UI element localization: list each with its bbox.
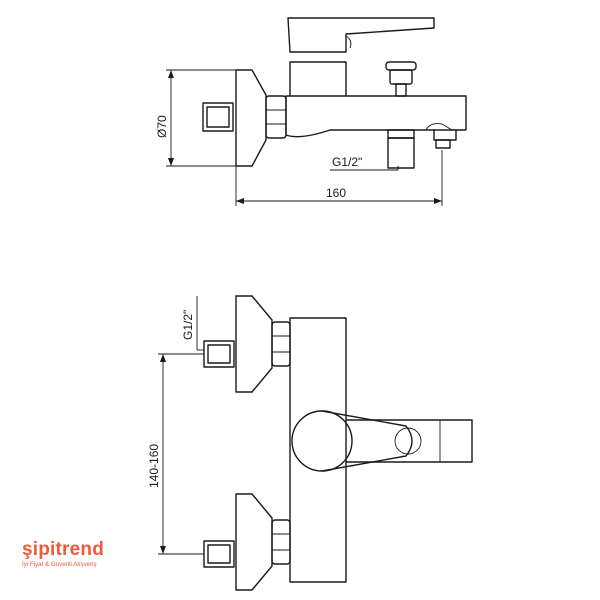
eccentric-connector [202,102,234,132]
connector-lower-inner [207,544,231,564]
shower-outlet-nut [387,129,415,139]
diverter-cap [389,69,413,85]
side-view: Ø70 G1/2" 160 [155,17,467,206]
mixer-body [285,95,467,138]
thread-label-bottom: G1/2" [181,310,195,340]
brand-name: şipitrend [22,539,105,560]
brand-logo: şipitrend İyi Fiyat & Güvenli Alışveriş [22,539,105,569]
thread-label-top: G1/2" [332,155,362,169]
centers-label: 140-160 [147,444,161,488]
front-view: G1/2" 140-160 [147,295,473,591]
flange-upper [235,295,273,393]
eccentric-inner [206,106,230,128]
diverter-stem [395,83,407,97]
lever-handle [287,17,435,53]
cartridge-housing [289,61,347,97]
brand-tagline: İyi Fiyat & Güvenli Alışveriş [22,561,97,568]
lever-disc [291,410,353,472]
hex-nut [265,95,287,139]
diverter-top [394,427,422,455]
lever-arm [321,410,413,472]
spout-front [345,419,473,463]
aerator-insert [435,139,451,149]
length-label: 160 [326,186,346,200]
diameter-label: Ø70 [155,115,169,138]
mixer-body-front [289,317,347,583]
connector-upper-inner [207,344,231,364]
diverter-knob [385,61,417,71]
shower-outlet [387,137,415,169]
hex-nut-upper [271,321,291,367]
flange-lower [235,493,273,591]
hex-nut-lower [271,519,291,565]
spout-aerator [433,129,457,141]
flange [235,69,267,167]
